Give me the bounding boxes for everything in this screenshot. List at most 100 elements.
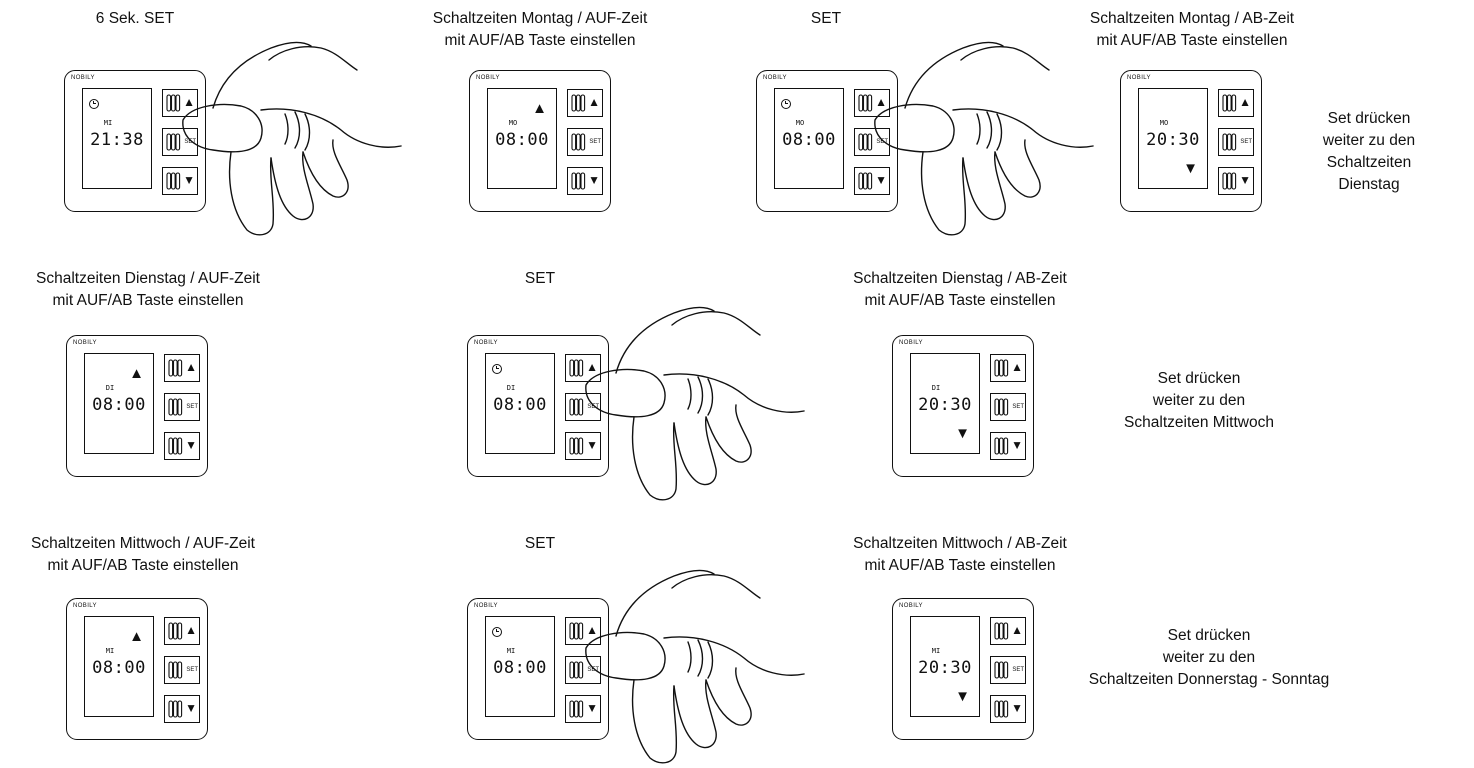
step-caption: Schaltzeiten Montag / AUF-Zeit mit AUF/A…: [432, 10, 648, 49]
set-button[interactable]: SET: [990, 656, 1026, 684]
set-button[interactable]: SET: [565, 393, 601, 421]
down-button[interactable]: ▼: [162, 167, 198, 195]
up-button[interactable]: ▲: [164, 617, 200, 645]
set-button[interactable]: SET: [164, 656, 200, 684]
up-button-label: ▲: [586, 623, 598, 637]
set-button[interactable]: SET: [990, 393, 1026, 421]
set-button[interactable]: SET: [162, 128, 198, 156]
time-display: 21:38: [90, 130, 144, 150]
side-note: Set drücken weiter zu den Schaltzeiten M…: [1124, 370, 1274, 431]
up-button[interactable]: ▲: [990, 354, 1026, 382]
grip-icon: [1222, 133, 1237, 151]
up-button[interactable]: ▲: [990, 617, 1026, 645]
brand-label: NOBILY: [73, 340, 97, 346]
grip-icon: [166, 94, 181, 112]
grip-icon: [168, 398, 183, 416]
set-button[interactable]: SET: [565, 656, 601, 684]
down-button-label: ▼: [1011, 701, 1023, 715]
down-button[interactable]: ▼: [565, 695, 601, 723]
up-button[interactable]: ▲: [565, 354, 601, 382]
down-button-label: ▼: [185, 701, 197, 715]
down-button[interactable]: ▼: [565, 432, 601, 460]
down-button-label: ▼: [185, 438, 197, 452]
brand-label: NOBILY: [73, 603, 97, 609]
grip-icon: [994, 622, 1009, 640]
down-arrow-indicator: ▼: [955, 688, 970, 705]
side-note: Set drücken weiter zu den Schaltzeiten D…: [1088, 627, 1330, 688]
grip-icon: [168, 359, 183, 377]
grip-icon: [168, 661, 183, 679]
step-caption: 6 Sek. SET: [95, 10, 175, 27]
up-button-label: ▲: [1011, 623, 1023, 637]
up-button[interactable]: ▲: [162, 89, 198, 117]
up-button-label: ▲: [588, 95, 600, 109]
grip-icon: [858, 133, 873, 151]
weekday-display: MI: [103, 119, 113, 127]
weekday-display: MI: [105, 647, 115, 655]
down-arrow-indicator: ▼: [955, 425, 970, 442]
lcd-display: DI 08:00: [485, 353, 555, 454]
down-button[interactable]: ▼: [164, 695, 200, 723]
grip-icon: [168, 622, 183, 640]
grip-icon: [569, 398, 584, 416]
down-button[interactable]: ▼: [567, 167, 603, 195]
weekday-display: DI: [506, 384, 516, 392]
up-button-label: ▲: [875, 95, 887, 109]
up-button[interactable]: ▲: [854, 89, 890, 117]
up-button[interactable]: ▲: [1218, 89, 1254, 117]
lcd-display: MI 21:38: [82, 88, 152, 189]
up-button-label: ▲: [1011, 360, 1023, 374]
brand-label: NOBILY: [71, 75, 95, 81]
weekday-display: MO: [508, 119, 518, 127]
time-display: 08:00: [495, 130, 549, 150]
down-button[interactable]: ▼: [1218, 167, 1254, 195]
grip-icon: [168, 700, 183, 718]
up-arrow-indicator: ▲: [129, 365, 144, 382]
down-button[interactable]: ▼: [990, 432, 1026, 460]
set-button[interactable]: SET: [854, 128, 890, 156]
step-caption: SET: [810, 10, 842, 27]
step-caption: Schaltzeiten Dienstag / AB-Zeit mit AUF/…: [853, 270, 1067, 309]
time-display: 08:00: [92, 395, 146, 415]
up-button-label: ▲: [1239, 95, 1251, 109]
up-arrow-indicator: ▲: [532, 100, 547, 117]
down-button-label: ▼: [586, 701, 598, 715]
brand-label: NOBILY: [474, 603, 498, 609]
down-button[interactable]: ▼: [164, 432, 200, 460]
down-button[interactable]: ▼: [854, 167, 890, 195]
grip-icon: [994, 661, 1009, 679]
set-button[interactable]: SET: [1218, 128, 1254, 156]
grip-icon: [858, 172, 873, 190]
down-button-label: ▼: [588, 173, 600, 187]
weekday-display: MI: [931, 647, 941, 655]
set-button[interactable]: SET: [164, 393, 200, 421]
brand-label: NOBILY: [1127, 75, 1151, 81]
up-button[interactable]: ▲: [567, 89, 603, 117]
step-caption: Schaltzeiten Dienstag / AUF-Zeit mit AUF…: [36, 270, 260, 309]
time-display: 08:00: [493, 395, 547, 415]
grip-icon: [569, 700, 584, 718]
clock-icon: [781, 99, 791, 109]
grip-icon: [571, 94, 586, 112]
step-caption: Schaltzeiten Montag / AB-Zeit mit AUF/AB…: [1089, 10, 1295, 49]
weekday-display: MO: [795, 119, 805, 127]
down-button-label: ▼: [183, 173, 195, 187]
set-button[interactable]: SET: [567, 128, 603, 156]
remote-control-device: NOBILY MI 21:38 ▲ SET ▼: [64, 70, 206, 212]
step-caption: Schaltzeiten Mittwoch / AB-Zeit mit AUF/…: [853, 535, 1067, 574]
up-button[interactable]: ▲: [565, 617, 601, 645]
set-button-label: SET: [186, 404, 198, 410]
grip-icon: [166, 172, 181, 190]
step-caption: Schaltzeiten Mittwoch / AUF-Zeit mit AUF…: [31, 535, 255, 574]
set-button-label: SET: [1012, 404, 1024, 410]
grip-icon: [571, 133, 586, 151]
down-button[interactable]: ▼: [990, 695, 1026, 723]
up-button-label: ▲: [185, 360, 197, 374]
step-caption: SET: [524, 535, 556, 552]
down-arrow-indicator: ▼: [1183, 160, 1198, 177]
up-button[interactable]: ▲: [164, 354, 200, 382]
grip-icon: [994, 700, 1009, 718]
